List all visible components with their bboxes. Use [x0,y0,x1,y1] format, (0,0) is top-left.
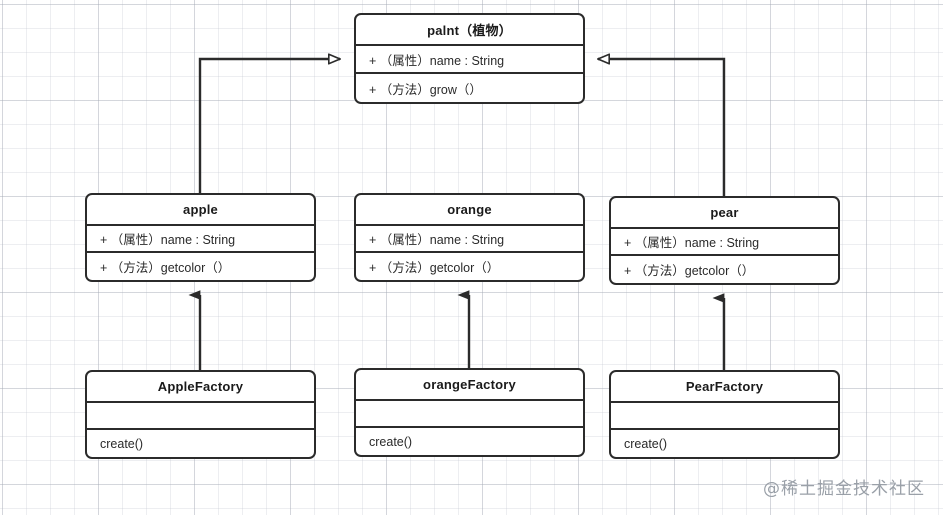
class-name-pear: pear [611,198,838,229]
class-attribute-apple: + （属性）name : String [87,226,314,254]
class-box-apple[interactable]: apple + （属性）name : String + （方法）getcolor… [85,193,316,282]
class-name-pear-factory: PearFactory [611,372,838,403]
watermark-text: @稀土掘金技术社区 [763,479,925,499]
class-box-pear-factory[interactable]: PearFactory create() [609,370,840,459]
class-attribute-orange-factory [356,401,583,429]
class-attribute-orange: + （属性）name : String [356,226,583,254]
class-method-pear: + （方法）getcolor（） [624,264,755,279]
class-method-orange: + （方法）getcolor（） [369,261,500,276]
class-attribute-plant: + （属性）name : String [356,46,583,75]
class-box-apple-factory[interactable]: AppleFactory create() [85,370,316,459]
class-method-apple: + （方法）getcolor（） [100,261,231,276]
class-name-apple: apple [87,195,314,226]
class-method-plant: + （方法）grow（） [369,82,482,97]
class-attribute-pear: + （属性）name : String [611,229,838,257]
class-method-pear-factory: create() [624,436,668,451]
class-box-plant[interactable]: palnt（植物） + （属性）name : String + （方法）grow… [354,13,585,104]
connector-pear-to-plant [598,59,726,196]
class-name-apple-factory: AppleFactory [87,372,314,403]
connector-apple-to-plant [198,59,340,193]
class-name-plant: palnt（植物） [356,15,583,46]
class-name-orange-factory: orangeFactory [356,370,583,401]
class-box-pear[interactable]: pear + （属性）name : String + （方法）getcolor（… [609,196,840,285]
class-box-orange[interactable]: orange + （属性）name : String + （方法）getcolo… [354,193,585,282]
class-method-apple-factory: create() [100,436,144,451]
class-attribute-apple-factory [87,403,314,431]
class-attribute-pear-factory [611,403,838,431]
class-box-orange-factory[interactable]: orangeFactory create() [354,368,585,457]
class-name-orange: orange [356,195,583,226]
class-method-orange-factory: create() [369,434,413,449]
